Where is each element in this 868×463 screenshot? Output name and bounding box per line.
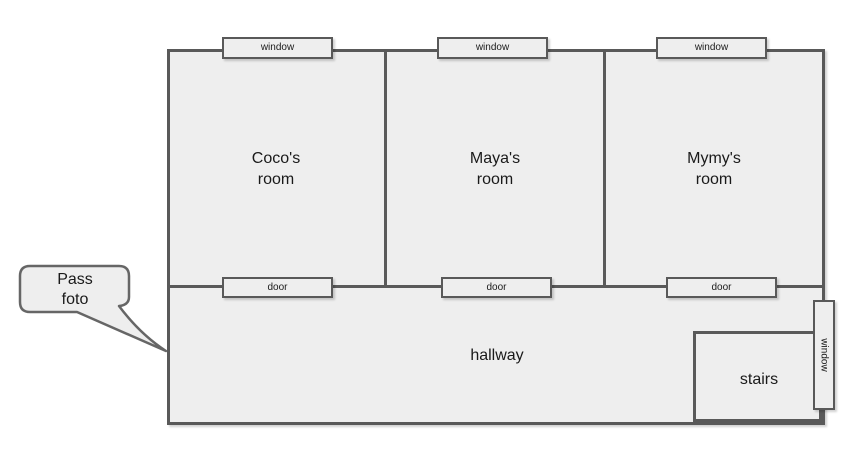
window-coco: window xyxy=(222,37,333,59)
hallway-label: hallway xyxy=(417,346,577,366)
door-label: door xyxy=(486,281,507,293)
wall-maya-mymy xyxy=(603,49,606,288)
door-coco: door xyxy=(222,277,333,298)
room-name-line: room xyxy=(476,171,514,188)
window-mymy: window xyxy=(656,37,767,59)
window-label: window xyxy=(260,42,295,53)
door-label: door xyxy=(267,281,288,293)
room-label-coco: Coco's room xyxy=(196,148,356,190)
hallway-label-text: hallway xyxy=(470,347,524,364)
door-maya: door xyxy=(441,277,552,298)
window-maya: window xyxy=(437,37,548,59)
callout-line: foto xyxy=(61,291,89,308)
window-side: window xyxy=(813,300,835,410)
room-name-line: room xyxy=(695,171,733,188)
room-name-line: room xyxy=(257,171,295,188)
window-label: window xyxy=(475,42,510,53)
callout-line: Pass xyxy=(57,271,93,288)
wall-coco-maya xyxy=(384,49,387,288)
door-label: door xyxy=(711,281,732,293)
window-label: window xyxy=(694,42,729,53)
room-name-line: Coco's xyxy=(251,150,301,167)
window-label: window xyxy=(819,338,831,372)
room-name-line: Maya's xyxy=(469,150,521,167)
stairs-area xyxy=(693,331,822,422)
room-label-mymy: Mymy's room xyxy=(634,148,794,190)
room-label-maya: Maya's room xyxy=(415,148,575,190)
door-mymy: door xyxy=(666,277,777,298)
stairs-label: stairs xyxy=(699,370,819,390)
room-name-line: Mymy's xyxy=(687,150,741,167)
callout-pass-foto: Pass foto xyxy=(20,267,130,313)
stairs-label-text: stairs xyxy=(739,371,779,388)
